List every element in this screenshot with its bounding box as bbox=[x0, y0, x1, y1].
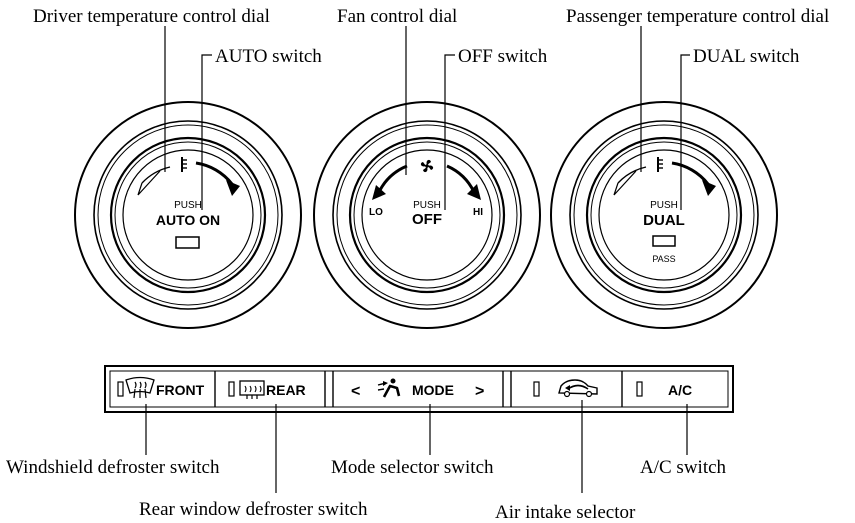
bottom-leader-lines bbox=[145, 400, 688, 493]
passenger-dial-label: Passenger temperature control dial bbox=[566, 6, 829, 27]
airflow-mode-icon bbox=[377, 378, 401, 398]
top-leader-lines bbox=[164, 26, 690, 210]
rear-window-defroster-button[interactable]: REAR bbox=[228, 380, 306, 399]
off-label[interactable]: OFF bbox=[412, 211, 442, 228]
intake-indicator-light bbox=[533, 381, 540, 397]
windshield-defrost-icon bbox=[125, 376, 155, 399]
front-indicator-light bbox=[117, 381, 124, 397]
dual-indicator-light bbox=[652, 235, 676, 247]
air-recirculation-icon bbox=[558, 379, 598, 398]
mode-selector-label: Mode selector switch bbox=[331, 457, 494, 478]
dual-switch-label: DUAL switch bbox=[693, 46, 800, 67]
fan-icon bbox=[420, 159, 434, 173]
passenger-push-label: PUSH bbox=[650, 200, 678, 211]
driver-dial-label: Driver temperature control dial bbox=[33, 6, 270, 27]
windshield-defroster-label: Windshield defroster switch bbox=[6, 457, 220, 478]
ac-indicator-light bbox=[636, 381, 643, 397]
air-intake-selector-button[interactable] bbox=[533, 379, 598, 398]
rear-defroster-label: Rear window defroster switch bbox=[139, 499, 368, 520]
fan-control-dial[interactable] bbox=[313, 101, 541, 329]
mode-left-arrow[interactable]: < bbox=[351, 383, 360, 400]
mode-right-arrow[interactable]: > bbox=[475, 383, 484, 400]
windshield-defroster-button[interactable]: FRONT bbox=[117, 376, 205, 399]
rear-indicator-light bbox=[228, 381, 235, 397]
rear-defrost-icon bbox=[239, 380, 265, 399]
auto-on-label[interactable]: AUTO ON bbox=[156, 212, 220, 228]
front-label: FRONT bbox=[156, 382, 205, 398]
dual-label[interactable]: DUAL bbox=[643, 212, 685, 229]
driver-temperature-scale bbox=[137, 161, 240, 196]
ac-label: A/C bbox=[668, 382, 692, 398]
ac-switch-label: A/C switch bbox=[640, 457, 727, 478]
mode-label: MODE bbox=[412, 382, 454, 398]
button-panel bbox=[104, 365, 734, 413]
fan-lo-label: LO bbox=[369, 207, 383, 218]
auto-indicator-light bbox=[175, 236, 200, 249]
ac-button[interactable]: A/C bbox=[636, 381, 692, 398]
passenger-temperature-scale bbox=[613, 161, 716, 196]
auto-switch-label: AUTO switch bbox=[215, 46, 322, 67]
pass-label: PASS bbox=[652, 254, 675, 264]
fan-dial-label: Fan control dial bbox=[337, 6, 457, 27]
air-intake-label: Air intake selector bbox=[495, 502, 636, 523]
rear-label: REAR bbox=[266, 382, 306, 398]
thermometer-icon bbox=[181, 157, 187, 172]
thermometer-icon bbox=[657, 157, 663, 172]
off-switch-label: OFF switch bbox=[458, 46, 548, 67]
fan-hi-label: HI bbox=[473, 207, 483, 218]
mode-selector-button[interactable]: < MODE > bbox=[351, 378, 484, 401]
driver-push-label: PUSH bbox=[174, 200, 202, 211]
passenger-temperature-dial[interactable] bbox=[550, 101, 778, 329]
fan-push-label: PUSH bbox=[413, 200, 441, 211]
fan-speed-scale bbox=[372, 164, 481, 200]
driver-temperature-dial[interactable] bbox=[74, 101, 302, 329]
